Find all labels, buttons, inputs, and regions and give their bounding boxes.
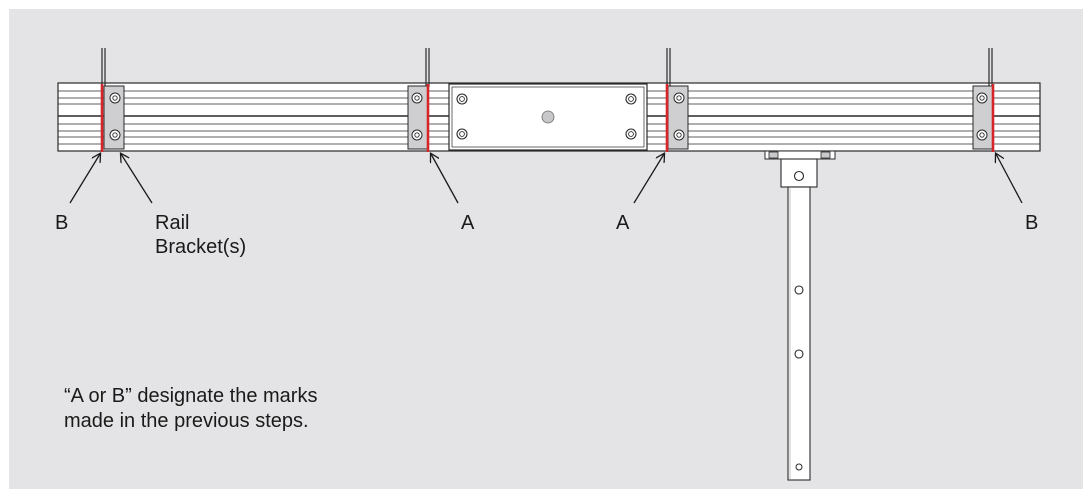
arrow-icon — [69, 154, 100, 204]
label-a-left: A — [461, 212, 475, 234]
label-b-right: B — [1025, 212, 1039, 234]
arrow-icon — [431, 154, 459, 204]
rail-bracket-b-right — [972, 48, 995, 152]
pointer-arrows — [69, 154, 1023, 204]
arrow-icon — [996, 154, 1023, 204]
designation-note: “A or B” designate the marks made in the… — [64, 384, 424, 434]
label-rail-bracket: Rail Bracket(s) — [155, 211, 246, 259]
plate-bolt-icon — [456, 93, 637, 140]
label-a-right: A — [616, 212, 630, 234]
center-mount-plate — [448, 83, 648, 151]
rail-bracket-b-left — [100, 48, 125, 152]
label-rail-bracket-line1: Rail — [155, 212, 190, 234]
label-rail-bracket-line2: Bracket(s) — [155, 236, 247, 258]
label-b-left: B — [55, 212, 69, 234]
arrow-icon — [121, 154, 153, 204]
note-line-1: “A or B” designate the marks — [64, 385, 318, 407]
support-arm — [764, 150, 836, 481]
rail-bracket-a-left — [407, 48, 430, 152]
arrow-icon — [633, 154, 664, 204]
note-line-2: made in the previous steps. — [64, 410, 309, 432]
rail-bracket-a-right — [665, 48, 689, 152]
